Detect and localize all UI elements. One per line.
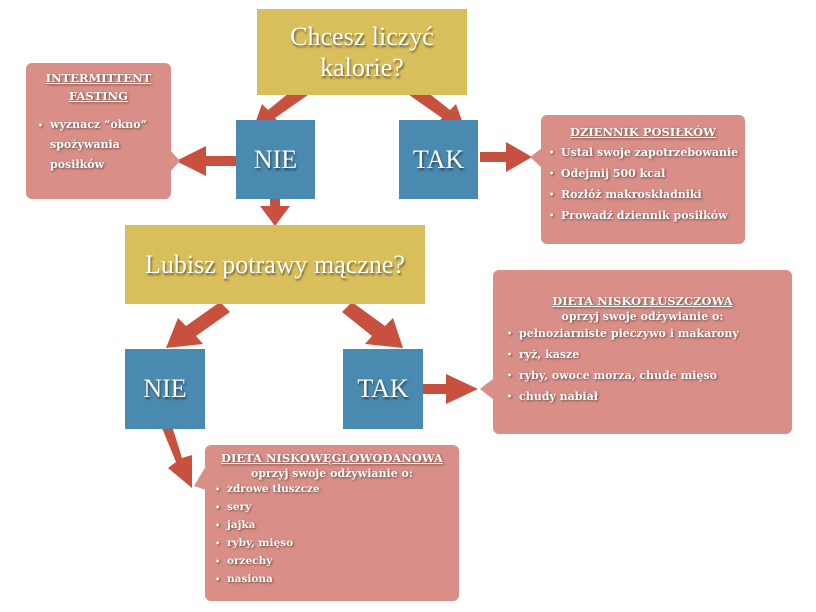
list-item: ryby, owoce morza, chude mięso (505, 365, 780, 386)
list-item: Prowadź dziennik posiłków (547, 205, 739, 226)
list-item: chudy nabiał (505, 386, 780, 407)
list-item: zdrowe tłuszcze (213, 480, 451, 498)
question-line-2: kalorie? (320, 53, 404, 82)
answer-no-2: NIE (125, 349, 205, 429)
info-low-fat-title: DIETA NISKOTŁUSZCZOWA (552, 294, 733, 308)
pointer-lowcarb (194, 466, 206, 490)
answer-yes-2-label: TAK (357, 374, 409, 403)
arrow-q2-to-nie (166, 302, 230, 348)
question-flour-dishes: Lubisz potrawy mączne? (125, 225, 425, 304)
info-low-fat-subtitle: oprzyj swoje odżywianie o: (561, 310, 724, 323)
answer-yes-1: TAK (399, 120, 478, 199)
info-low-carb-subtitle: oprzyj swoje odżywianie o: (251, 467, 413, 480)
list-item: sery (213, 498, 451, 516)
arrow-nie-to-q2 (260, 190, 290, 226)
answer-yes-2: TAK (343, 349, 423, 429)
list-item: orzechy (213, 552, 451, 570)
list-item: jajka (213, 516, 451, 534)
info-intermittent-title-1: INTERMITTENT (45, 71, 152, 85)
pointer-intermittent (170, 150, 180, 172)
info-food-diary-title: DZIENNIK POSIŁKÓW (569, 125, 717, 139)
list-item: Odejmij 500 kcal (547, 163, 739, 184)
list-item: Ustal swoje zapotrzebowanie (547, 142, 739, 163)
answer-no-1: NIE (236, 120, 315, 199)
list-item: wyznacz “okno” spożywania posiłków (36, 115, 161, 175)
info-food-diary: DZIENNIK POSIŁKÓW Ustal swoje zapotrzebo… (541, 115, 745, 244)
list-item: ryż, kasze (505, 344, 780, 365)
question-line-1: Chcesz liczyć (290, 21, 434, 51)
pointer-dziennik (530, 148, 542, 168)
arrow-tak-to-dziennik (480, 142, 532, 172)
arrow-tak2-to-lowfat (418, 374, 478, 404)
pointer-lowfat (480, 378, 494, 400)
list-item: Rozłóż makroskładniki (547, 184, 739, 205)
info-low-fat-diet: DIETA NISKOTŁUSZCZOWA oprzyj swoje odżyw… (493, 270, 792, 434)
question-2-text: Lubisz potrawy mączne? (145, 249, 405, 279)
list-item: pełnoziarniste pieczywo i makarony (505, 323, 780, 344)
info-intermittent-fasting: INTERMITTENT FASTING wyznacz “okno” spoż… (26, 63, 171, 199)
info-low-carb-title: DIETA NISKOWĘGLOWODANOWA (221, 451, 443, 465)
list-item: ryby, mięso (213, 534, 451, 552)
info-low-carb-diet: DIETA NISKOWĘGLOWODANOWA oprzyj swoje od… (205, 445, 459, 601)
answer-no-2-label: NIE (143, 374, 187, 403)
arrow-nie2-to-lowcarb (162, 426, 192, 488)
info-intermittent-title-2: FASTING (69, 89, 128, 103)
answer-no-1-label: NIE (253, 144, 298, 174)
arrow-q2-to-tak (342, 302, 403, 348)
list-item: nasiona (213, 570, 451, 588)
arrow-nie-to-intermittent (176, 146, 236, 176)
answer-yes-1-label: TAK (412, 144, 465, 174)
question-count-calories: Chcesz liczyć kalorie? (257, 9, 467, 95)
